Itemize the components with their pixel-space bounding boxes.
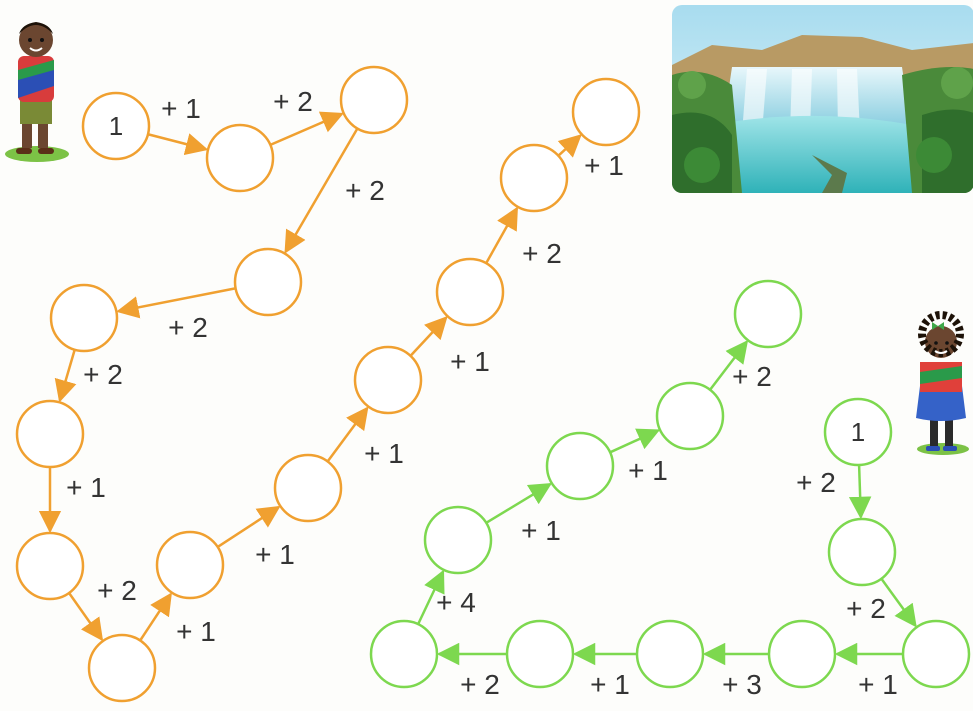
waterfall-illustration [672,5,973,193]
orange-arrow [271,114,342,145]
orange-node-circle[interactable] [207,125,273,191]
orange-step-label: + 2 [273,86,313,117]
green-step-label: + 2 [846,593,886,624]
green-arrow [882,580,915,626]
orange-node-circle[interactable] [437,259,503,325]
orange-start-value: 1 [109,111,123,141]
orange-node-circle[interactable] [235,249,301,315]
orange-arrow [149,134,206,149]
orange-arrow [60,351,75,401]
green-start-value: 1 [851,417,865,447]
green-node-circle[interactable] [735,281,801,347]
green-node-circle[interactable] [903,621,969,687]
orange-arrow [118,289,234,312]
green-node-circle[interactable] [769,621,835,687]
orange-arrow [141,594,171,639]
orange-node-circle[interactable] [501,145,567,211]
green-step-label: + 1 [590,669,630,700]
green-node-circle[interactable] [547,433,613,499]
green-number-path: 1 + 2 + 2 + 1 + 3 + 1 + 2 + 4 + 1 + 1 + 2 [371,281,969,700]
green-step-label: + 1 [521,515,561,546]
orange-step-label: + 2 [83,359,123,390]
orange-step-label: + 1 [364,438,404,469]
green-step-label: + 2 [732,361,772,392]
green-step-label: + 2 [460,669,500,700]
green-node-circle[interactable] [425,507,491,573]
orange-node-circle[interactable] [573,79,639,145]
orange-node-circle[interactable] [89,635,155,701]
green-node-circle[interactable] [507,621,573,687]
orange-node-circle[interactable] [355,347,421,413]
green-node-circle[interactable] [657,383,723,449]
orange-step-label: + 1 [255,539,295,570]
orange-step-label: + 1 [584,150,624,181]
orange-step-label: + 1 [450,346,490,377]
orange-arrow [487,209,517,263]
green-step-label: + 2 [796,467,836,498]
orange-step-label: + 2 [522,238,562,269]
orange-node-circle[interactable] [17,533,83,599]
green-node-circle[interactable] [371,621,437,687]
green-step-label: + 3 [722,669,762,700]
orange-arrow [411,318,446,356]
green-node-circle[interactable] [829,519,895,585]
boy-character [5,22,69,162]
orange-step-label: + 2 [97,575,137,606]
green-step-label: + 1 [858,669,898,700]
orange-node-circle[interactable] [51,285,117,351]
orange-node-circle[interactable] [157,532,223,598]
orange-node-circle[interactable] [17,401,83,467]
orange-node-circle[interactable] [275,455,341,521]
orange-node-circle[interactable] [341,67,407,133]
green-arrow [611,430,658,451]
orange-step-label: + 2 [168,312,208,343]
orange-step-label: + 1 [176,616,216,647]
green-step-label: + 4 [436,587,476,618]
orange-arrow [559,136,580,155]
orange-step-label: + 1 [161,93,201,124]
girl-character [916,315,969,455]
green-arrow [859,466,861,517]
orange-arrow [328,408,367,461]
orange-step-label: + 2 [345,175,385,206]
green-step-label: + 1 [628,455,668,486]
green-node-circle[interactable] [637,621,703,687]
orange-number-path: 1 + 1 + 2 + 2 + 2 + 2 + 1 + 2 + 1 + 1 + 1 + 1 + 2 + 1 [17,67,639,701]
orange-step-label: + 1 [66,472,106,503]
